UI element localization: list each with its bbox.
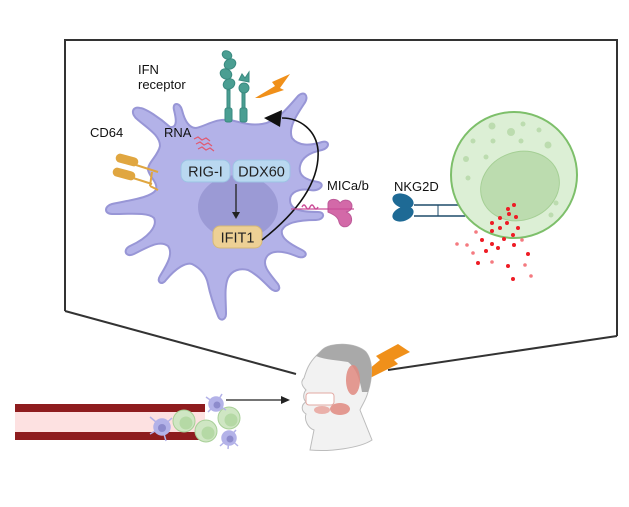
ddx60-label: DDX60 (238, 165, 285, 181)
nkg2d-receptor-icon (392, 193, 465, 222)
migrating-immune-cells (149, 393, 241, 450)
ifit1-box: IFIT1 (212, 225, 263, 249)
dendritic-cell (105, 92, 329, 321)
rig-i-box: RIG-I (180, 159, 231, 183)
ifn-receptor-icon (219, 50, 250, 123)
ifit1-label: IFIT1 (221, 231, 255, 247)
head-with-salivary-glands-icon (301, 343, 373, 451)
sublingual-gland (314, 406, 330, 414)
rig-i-label: RIG-I (188, 165, 223, 181)
submandibular-gland (330, 403, 350, 415)
rna-label: RNA (164, 125, 192, 140)
feedback-arrow (261, 110, 319, 241)
mica-b-label: MICa/b (327, 178, 369, 193)
cd64-label: CD64 (90, 125, 123, 140)
frame-top-and-sides (64, 39, 618, 336)
lightning-icon-small (363, 344, 410, 378)
nkg2d-label: NKG2D (394, 179, 439, 194)
small-nk-cell (194, 419, 218, 443)
small-nk-cell (172, 409, 196, 433)
frame-right-projection (387, 335, 618, 371)
small-dendritic-cell (219, 429, 239, 450)
hair (316, 344, 372, 392)
ddx60-box: DDX60 (232, 159, 291, 183)
ifn-receptor-label-line2: receptor (138, 77, 186, 92)
dendritic-cell-nucleus (198, 175, 278, 239)
mica-b-ligand-icon (291, 198, 354, 228)
arrow-ddx60-to-ifit1 (232, 184, 240, 219)
ifn-receptor-label-line1: IFN (138, 62, 159, 77)
parotid-gland (346, 365, 360, 395)
lightning-icon (255, 74, 290, 98)
nk-cell-granules (463, 121, 559, 218)
rna-icon (193, 136, 215, 152)
cd64-receptor-icon (112, 153, 159, 191)
small-dendritic-cell (149, 416, 173, 442)
frame-left-projection (64, 310, 297, 375)
cytotoxic-granules (455, 203, 533, 281)
small-dendritic-cell (205, 393, 227, 413)
small-nk-cell (217, 406, 241, 430)
nk-cell (450, 111, 578, 239)
zoom-frame (64, 39, 618, 375)
migration-arrow (226, 396, 290, 404)
teeth (305, 392, 335, 406)
